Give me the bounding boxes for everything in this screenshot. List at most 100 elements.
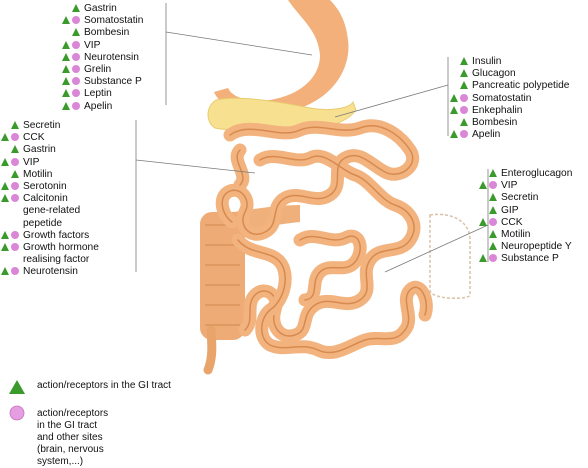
hormone-item: Neurotensin [61,52,143,64]
other-sites-dot-icon [11,231,19,239]
hormone-markers [61,76,80,85]
hormone-label: Motilin [497,229,530,241]
hormone-label: VIP [80,40,100,52]
hormone-label: VIP [19,157,39,169]
hormone-item: Pancreatic polypetide [449,80,569,92]
gi-triangle-icon [1,231,9,239]
gi-triangle-icon [450,106,458,114]
gi-triangle-icon [11,145,19,153]
hormone-label: Neuropeptide Y [497,241,572,253]
hormone-markers [478,180,497,189]
hormone-item: CCK [0,132,99,144]
hormone-label: Insulin [468,56,501,68]
gi-triangle-icon [1,158,9,166]
hormone-item: Grelin [61,64,143,76]
gi-triangle-icon [460,69,468,77]
legend-gi-label: action/receptors in the GI tract [37,380,171,392]
hormone-label: Neurotensin [19,266,78,278]
gi-triangle-icon [72,4,80,12]
other-sites-dot-icon [460,130,468,138]
hormone-item: Gastrin [0,144,99,156]
hormone-item: Motilin [0,169,99,181]
hormone-markers [61,3,80,12]
hormone-markers [61,52,80,61]
hormone-label: Motilin [19,169,52,181]
gi-triangle-icon [460,81,468,89]
hormone-label: Enteroglucagon [497,168,572,180]
gi-triangle-icon [489,206,497,214]
hormone-label: Bombesin [468,117,517,129]
stomach-illustration [214,0,348,114]
other-sites-dot-icon [489,254,497,262]
other-sites-dot-icon [460,106,468,114]
hormone-item: VIP [0,157,99,169]
hormone-markers [0,242,19,251]
gi-triangle-icon [62,65,70,73]
hormone-item: Somatostatin [61,15,143,27]
other-sites-dot-icon [72,16,80,24]
hormone-item: Growth hormone realising factor [0,242,99,266]
other-sites-dot-icon [72,102,80,110]
hormone-item: Bombesin [61,27,143,39]
hormone-markers [0,132,19,141]
hormone-markers [478,253,497,262]
hormone-markers [478,241,497,250]
hormone-item: Growth factors [0,230,99,242]
hormone-item: Substance P [61,76,143,88]
hormone-markers [0,181,19,190]
gi-triangle-icon [62,77,70,85]
hormone-item: Glucagon [449,68,569,80]
gi-triangle-icon [1,182,9,190]
gi-triangle-icon [1,243,9,251]
hormone-label: Leptin [80,88,112,100]
hormone-label: Somatostatin [468,93,531,105]
hormone-label: Enkephalin [468,105,522,117]
gi-triangle-icon [479,218,487,226]
hormone-markers [0,120,19,129]
hormone-item: Insulin [449,56,569,68]
hormone-item: Neuropeptide Y [478,241,572,253]
hormone-label: Gastrin [80,3,117,15]
other-sites-dot-icon [72,89,80,97]
gi-triangle-icon [1,194,9,202]
gi-triangle-icon [62,16,70,24]
hormone-markers [449,56,468,65]
hormone-markers [61,27,80,36]
legend-triangle-icon [8,379,26,395]
hormone-markers [449,93,468,102]
other-sites-dot-icon [11,158,19,166]
hormone-markers [61,88,80,97]
hormone-label: Gastrin [19,144,56,156]
hormone-markers [61,101,80,110]
hormone-markers [61,64,80,73]
hormone-markers [478,192,497,201]
hormone-label: Grelin [80,64,111,76]
hormone-label: Pancreatic polypetide [468,80,569,92]
hormone-label: GIP [497,205,519,217]
other-sites-dot-icon [489,181,497,189]
hormone-label: Calcitonin gene-related pepetide [19,193,80,230]
gi-triangle-icon [62,41,70,49]
gi-triangle-icon [62,89,70,97]
large-intestine-hormone-list: EnteroglucagonVIPSecretinGIPCCKMotilinNe… [478,168,572,266]
hormone-item: Secretin [478,192,572,204]
hormone-markers [478,217,497,226]
hormone-item: GIP [478,205,572,217]
other-sites-dot-icon [460,94,468,102]
hormone-label: Bombesin [80,27,129,39]
hormone-label: Apelin [468,129,500,141]
hormone-markers [449,117,468,126]
hormone-label: Substance P [80,76,142,88]
gi-triangle-icon [489,230,497,238]
hormone-label: Glucagon [468,68,516,80]
hormone-item: VIP [478,180,572,192]
hormone-label: Apelin [80,101,112,113]
hormone-markers [0,144,19,153]
hormone-markers [61,15,80,24]
hormone-markers [449,68,468,77]
gi-triangle-icon [72,28,80,36]
hormone-label: Somatostatin [80,15,143,27]
hormone-label: Secretin [19,120,60,132]
